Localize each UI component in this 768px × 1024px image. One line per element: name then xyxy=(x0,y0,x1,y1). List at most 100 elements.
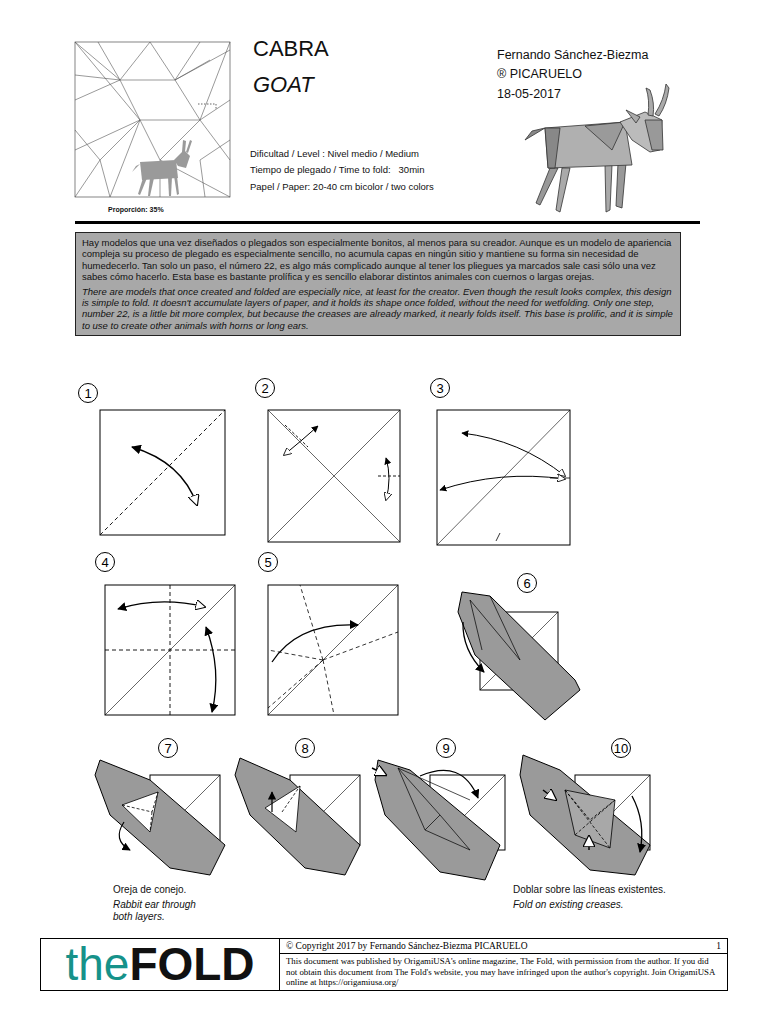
logo-text: FOLD xyxy=(129,941,254,987)
author-name: Fernando Sánchez-Biezma xyxy=(497,48,648,63)
goat-face xyxy=(645,120,663,150)
paper-flap xyxy=(265,786,300,832)
pinch-mark xyxy=(285,425,308,447)
goat-leg xyxy=(556,168,570,212)
copyright-cell: © Copyright 2017 by Fernando Sánchez-Bie… xyxy=(279,938,728,954)
paper-square xyxy=(268,585,398,715)
paper-line: Papel / Paper: 20-40 cm bicolor / two co… xyxy=(250,181,434,192)
paper-band xyxy=(235,758,360,875)
step-caption: Fold on existing creases. xyxy=(513,899,624,911)
crease xyxy=(268,410,400,542)
fold-arrow xyxy=(284,426,318,455)
valley-fold-line xyxy=(100,410,225,535)
step-number-text: 1 xyxy=(84,386,91,401)
silhouette-leg xyxy=(174,176,179,195)
goat-body xyxy=(545,122,632,168)
fold-arrow xyxy=(272,625,358,662)
goat-model xyxy=(525,84,669,212)
goat-ear xyxy=(626,110,640,123)
step-number-text: 9 xyxy=(442,741,449,756)
step-caption: Doblar sobre las líneas existentes. xyxy=(513,884,666,896)
step-number: 4 xyxy=(95,552,115,572)
step-number-text: 8 xyxy=(301,741,308,756)
step-number: 3 xyxy=(430,378,450,398)
silhouette-leg xyxy=(148,178,154,196)
author-brand: ® PICARUELO xyxy=(497,67,582,82)
step-number: 5 xyxy=(258,552,278,572)
step-number: 2 xyxy=(255,378,275,398)
paper-square xyxy=(268,410,400,542)
crease xyxy=(268,585,398,715)
fold-line xyxy=(282,786,300,812)
goat-horn xyxy=(646,88,654,116)
step-number-text: 6 xyxy=(523,576,530,591)
goat-leg xyxy=(616,163,626,208)
logo-cell: theFOLD xyxy=(40,938,280,991)
valley-fold-line xyxy=(170,585,171,715)
paper-band xyxy=(375,760,500,880)
description-en: There are models that once created and f… xyxy=(82,286,674,332)
fold-arrow xyxy=(132,447,197,505)
goat-leg xyxy=(536,168,558,205)
paper-square xyxy=(100,410,225,535)
step-4-figure xyxy=(105,585,235,715)
goat-flank xyxy=(585,122,625,150)
cp-goat-silhouette xyxy=(132,140,192,196)
step-number: 10 xyxy=(611,738,631,758)
paper-square xyxy=(437,410,570,545)
fold-arrow xyxy=(271,792,272,812)
goat-horn xyxy=(655,84,669,116)
step-number-text: 7 xyxy=(164,741,171,756)
goat-leg xyxy=(605,165,612,212)
step-10-figure xyxy=(520,755,650,875)
fold-arrow xyxy=(118,602,205,609)
cp-square xyxy=(75,42,230,197)
push-arrow xyxy=(543,790,556,800)
paper-band xyxy=(95,760,225,875)
step-number-text: 5 xyxy=(264,555,271,570)
paper-flap xyxy=(565,790,615,848)
goat-haunch xyxy=(545,128,560,168)
step-number: 8 xyxy=(295,738,315,758)
push-arrow xyxy=(588,836,590,850)
copyright-text: © Copyright 2017 by Fernando Sánchez-Bie… xyxy=(286,941,528,951)
step-number-text: 2 xyxy=(261,381,268,396)
cp-creases xyxy=(75,42,230,197)
description-panel: Hay modelos que una vez diseñados o pleg… xyxy=(75,232,681,336)
silhouette-tail xyxy=(132,164,140,172)
paper-square xyxy=(105,585,235,715)
step-number-text: 3 xyxy=(436,381,443,396)
step-number: 7 xyxy=(158,738,178,758)
silhouette-horn xyxy=(186,140,192,153)
step-number-text: 10 xyxy=(614,741,628,756)
fold-arrow xyxy=(119,822,130,850)
fold-arrow xyxy=(632,796,642,852)
step-7-figure xyxy=(95,760,225,875)
header-rule xyxy=(75,221,700,224)
page-number: 1 xyxy=(716,941,721,951)
fold-arrow xyxy=(420,770,478,798)
description-es: Hay modelos que una vez diseñados o pleg… xyxy=(82,237,674,283)
step-number: 9 xyxy=(436,738,456,758)
silhouette-leg xyxy=(138,178,147,195)
logo-text: the xyxy=(65,941,129,987)
crease-pattern xyxy=(75,42,230,197)
pinch-mark xyxy=(496,533,500,541)
flap-creases xyxy=(470,596,520,660)
goat-tail xyxy=(525,128,545,140)
time-line: Tiempo de plegado / Time to fold: 30min xyxy=(250,164,424,175)
notice-cell: This document was published by OrigamiUS… xyxy=(279,953,728,991)
proportion-note: Proporción: 35% xyxy=(108,206,164,214)
model-title: CABRA xyxy=(253,36,329,62)
step-2-figure xyxy=(268,410,400,542)
fold-arrow xyxy=(440,476,565,490)
cp-dotted-mark xyxy=(198,104,216,110)
step-caption: Rabbit ear through both layers. xyxy=(113,899,213,923)
level-line: Dificultad / Level : Nivel medio / Mediu… xyxy=(250,148,419,159)
paper-flap xyxy=(458,592,580,720)
crease xyxy=(268,410,400,542)
model-subtitle: GOAT xyxy=(253,72,314,98)
fold-lines xyxy=(565,790,615,848)
rabbit-ear-flap xyxy=(122,792,158,832)
step-5-figure xyxy=(268,585,398,715)
